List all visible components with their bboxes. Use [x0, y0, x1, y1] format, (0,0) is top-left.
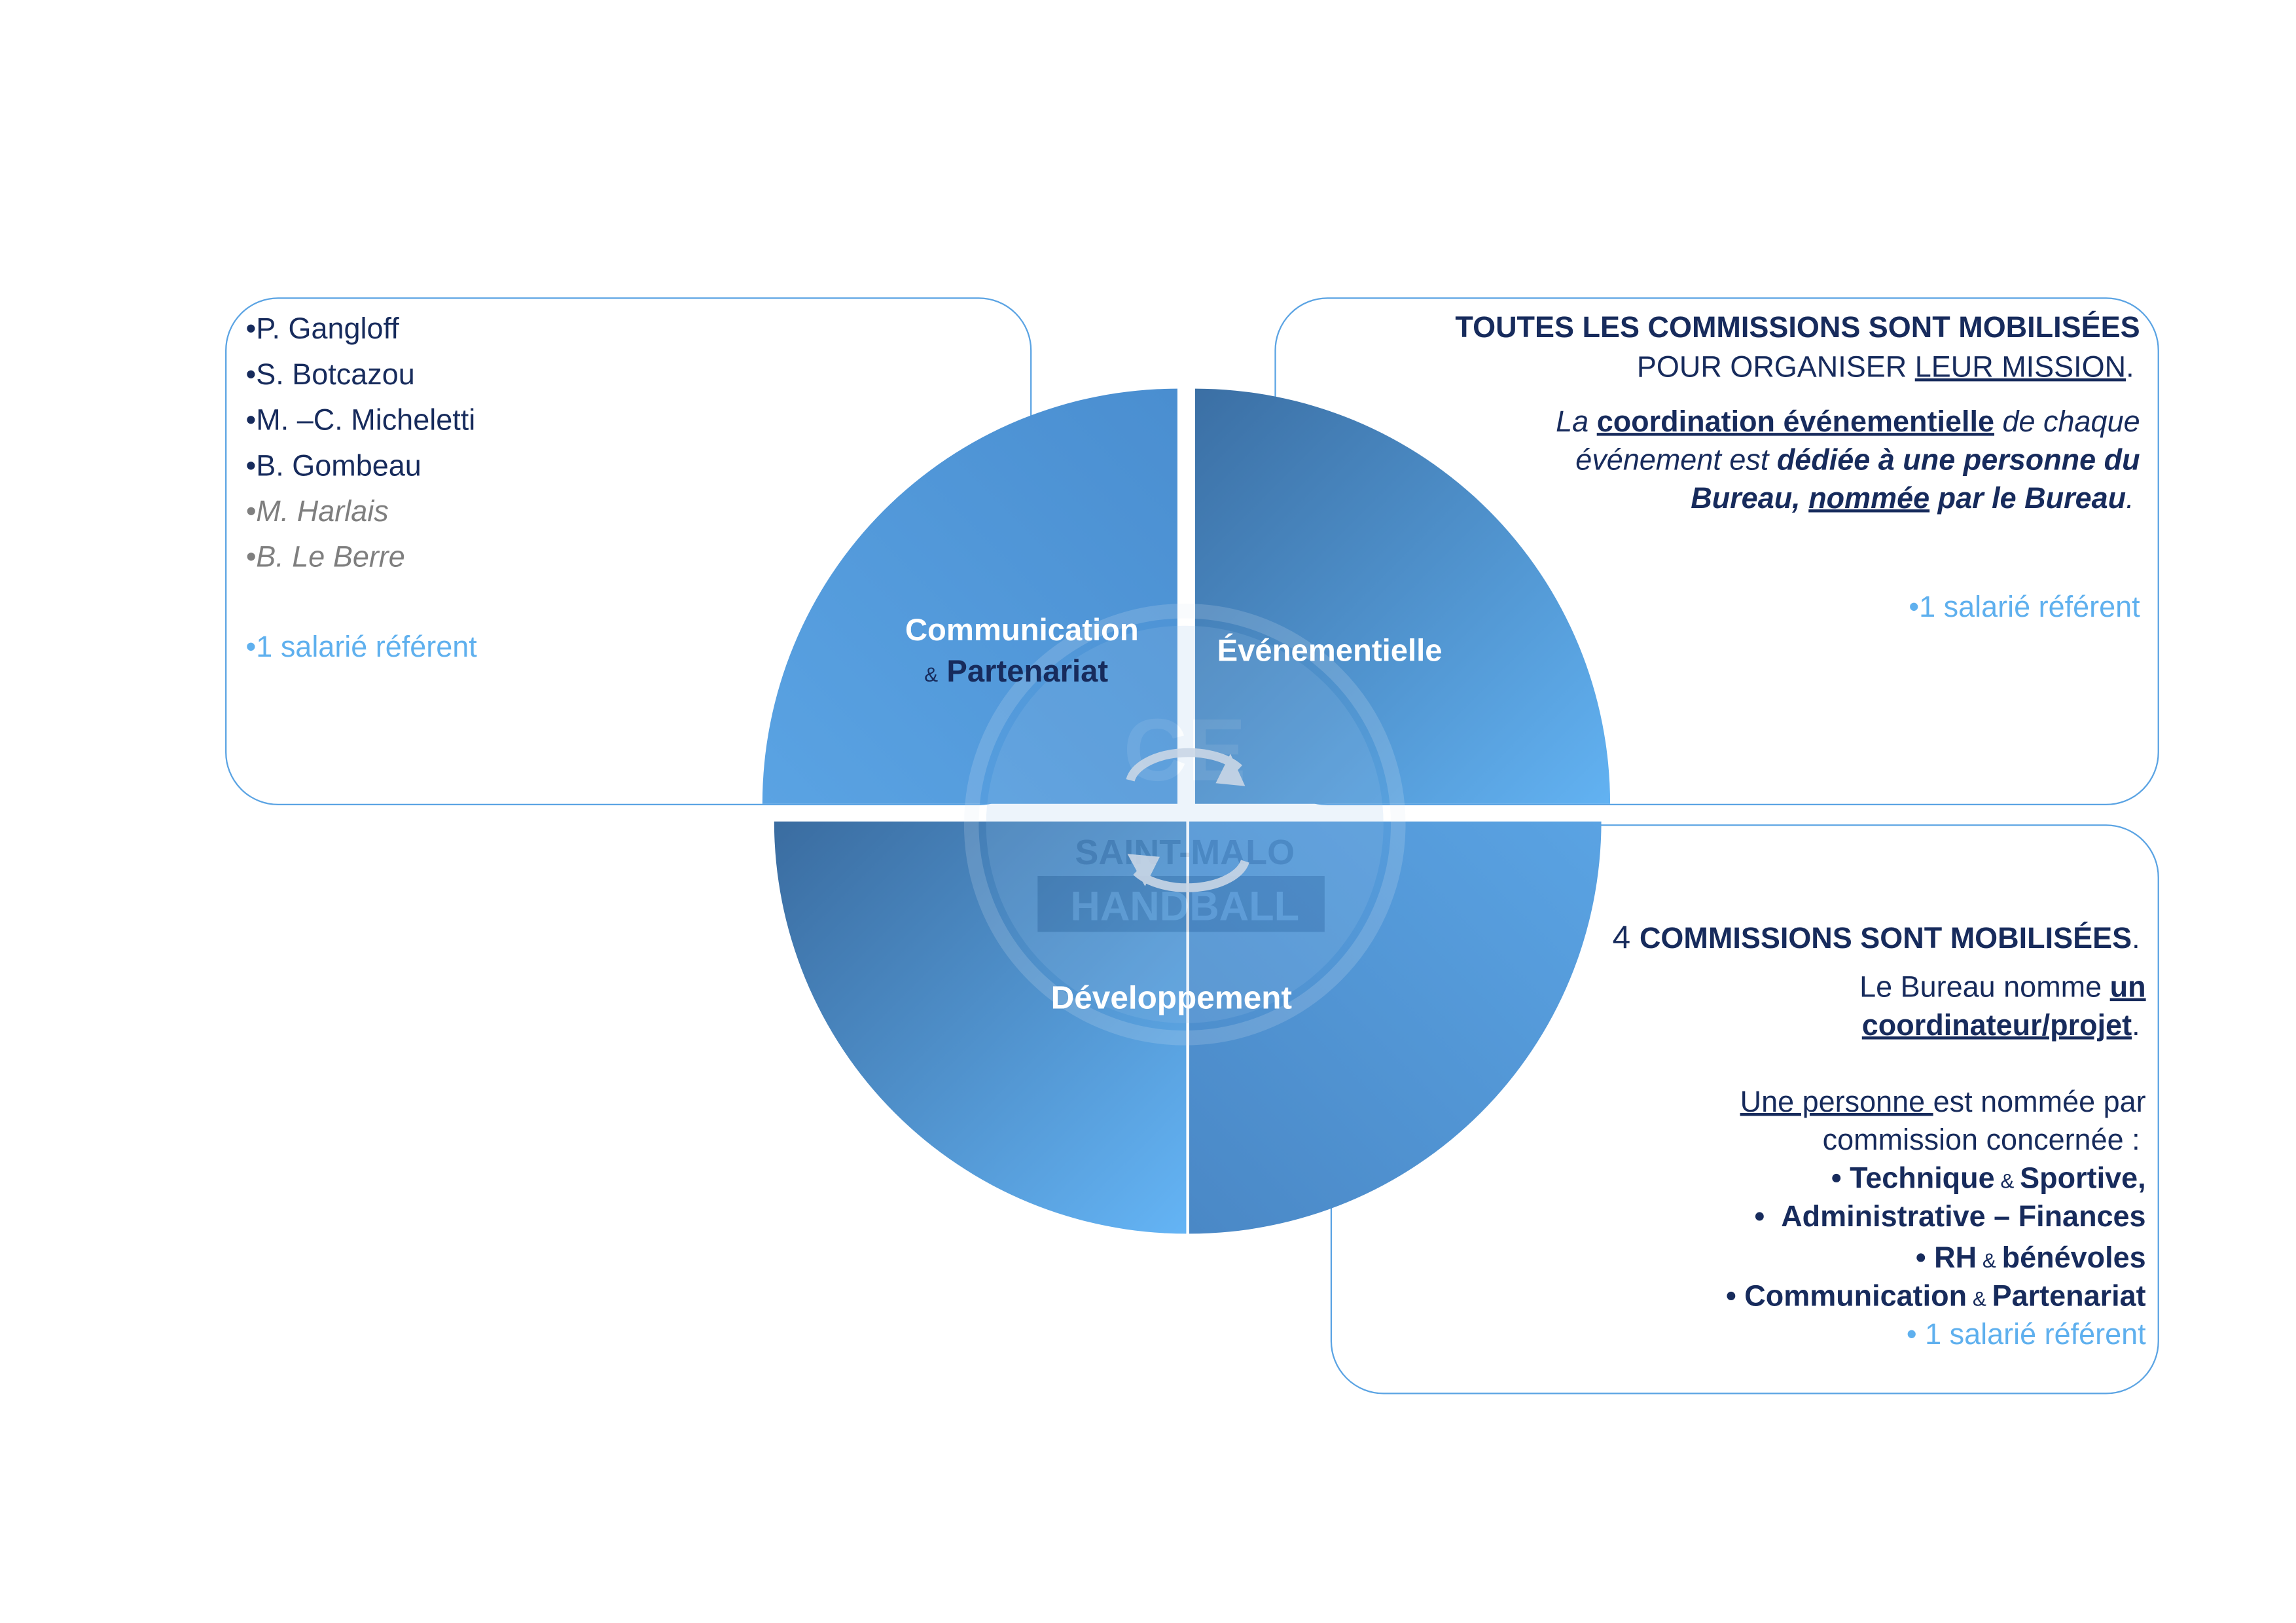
item-b: Partenariat — [1992, 1281, 2146, 1313]
tr-p3c: par le Bureau — [1929, 483, 2126, 516]
br-l2b: . — [2132, 1010, 2140, 1043]
tr-p3b: nommée — [1808, 483, 1930, 516]
tr-p3d: . — [2126, 483, 2134, 516]
br-title: 4 COMMISSIONS SONT MOBILISÉES. — [1612, 919, 2140, 956]
quadrant-developpement-right — [1189, 821, 1602, 1234]
br-item-2: • Administrative – Finances — [1754, 1201, 2146, 1234]
br-title-num: 4 — [1612, 919, 1640, 956]
label-partenariat: & Partenariat — [924, 655, 1108, 691]
tr-p2a: événement est — [1575, 445, 1777, 477]
br-title-text: COMMISSIONS SONT MOBILISÉES — [1639, 922, 2132, 956]
item-b: bénévoles — [2001, 1242, 2146, 1275]
label-communication: Communication — [905, 614, 1139, 649]
br-l3b: est nommée par — [1933, 1086, 2146, 1120]
tr-p2: événement est dédiée à une personne du — [1575, 446, 2140, 475]
br-l4: commission concernée : — [1822, 1125, 2140, 1158]
ampersand: & — [924, 662, 939, 686]
tr-p3a: Bureau, — [1691, 483, 1809, 516]
member-name: B. Le Berre — [256, 541, 405, 574]
quadrant-evenementielle — [1194, 388, 1611, 804]
member-2: •S. Botcazou — [245, 359, 415, 392]
tr-p1a: La — [1556, 406, 1597, 439]
member-name: S. Botcazou — [256, 359, 415, 392]
tr-line2c: . — [2126, 352, 2134, 384]
item-a: Communication — [1744, 1281, 1967, 1313]
br-item-3: • RH & bénévoles — [1915, 1242, 2146, 1275]
br-title-dot: . — [2132, 922, 2140, 956]
label-communication-text: Communication — [905, 613, 1139, 648]
referent-text: 1 salarié référent — [256, 631, 477, 665]
br-referent: • 1 salarié référent — [1906, 1319, 2146, 1352]
tr-line2a: POUR ORGANISER — [1636, 352, 1915, 384]
member-name: M. –C. Micheletti — [256, 405, 476, 437]
br-item-1: • Technique & Sportive, — [1831, 1163, 2146, 1195]
member-4: •B. Gombeau — [245, 450, 422, 483]
br-item-4: • Communication & Partenariat — [1726, 1281, 2146, 1313]
member-name: B. Gombeau — [256, 450, 422, 483]
label-developpement: Développement — [1050, 979, 1292, 1016]
item-b: Sportive, — [2020, 1163, 2146, 1195]
br-l1: Le Bureau nomme un — [1859, 973, 2145, 1002]
br-l1a: Le Bureau nomme — [1859, 972, 2110, 1004]
member-5: •M. Harlais — [245, 496, 389, 529]
member-name: P. Gangloff — [256, 313, 399, 346]
br-l3: Une personne est nommée par — [1740, 1088, 2146, 1118]
label-partenariat-text: Partenariat — [946, 655, 1109, 689]
member-6: •B. Le Berre — [245, 541, 405, 574]
item-amp: & — [1994, 1169, 2020, 1193]
referent-text: 1 salarié référent — [1919, 591, 2140, 625]
left-referent: •1 salarié référent — [245, 631, 477, 665]
referent-text: 1 salarié référent — [1925, 1319, 2146, 1352]
item-amp: & — [1967, 1286, 1992, 1311]
br-l2a: coordinateur/projet — [1861, 1010, 2132, 1043]
br-l3a: Une personne — [1740, 1086, 1933, 1120]
tr-p1: La coordination événementielle de chaque — [1556, 408, 2140, 437]
quadrant-developpement-left — [774, 821, 1187, 1234]
tr-p1b: coordination événementielle — [1596, 406, 1995, 439]
tr-referent: •1 salarié référent — [1909, 591, 2140, 625]
tr-p2b: dédiée à une personne du — [1776, 445, 2140, 477]
label-evenementielle: Événementielle — [1217, 634, 1443, 668]
tr-p3: Bureau, nommée par le Bureau. — [1691, 484, 2134, 514]
item-a: Administrative – Finances — [1781, 1201, 2146, 1234]
tr-line1: TOUTES LES COMMISSIONS SONT MOBILISÉES — [1455, 312, 2140, 345]
item-a: Technique — [1850, 1163, 1995, 1195]
br-l2: coordinateur/projet. — [1862, 1012, 2140, 1041]
item-amp: & — [1977, 1248, 2002, 1272]
quadrant-communication — [762, 388, 1177, 804]
member-1: •P. Gangloff — [245, 313, 399, 346]
br-l1b: un — [2109, 972, 2146, 1004]
tr-line2b: LEUR MISSION — [1914, 352, 2126, 384]
item-a: RH — [1934, 1242, 1977, 1275]
cycle-arrows-icon — [1126, 748, 1249, 892]
member-name: M. Harlais — [256, 496, 389, 529]
tr-p1c: de chaque — [1994, 406, 2140, 439]
tr-line2: POUR ORGANISER LEUR MISSION. — [1637, 354, 2134, 383]
member-3: •M. –C. Micheletti — [245, 405, 476, 437]
svg-text:SAINT-MALO: SAINT-MALO — [1075, 833, 1295, 872]
